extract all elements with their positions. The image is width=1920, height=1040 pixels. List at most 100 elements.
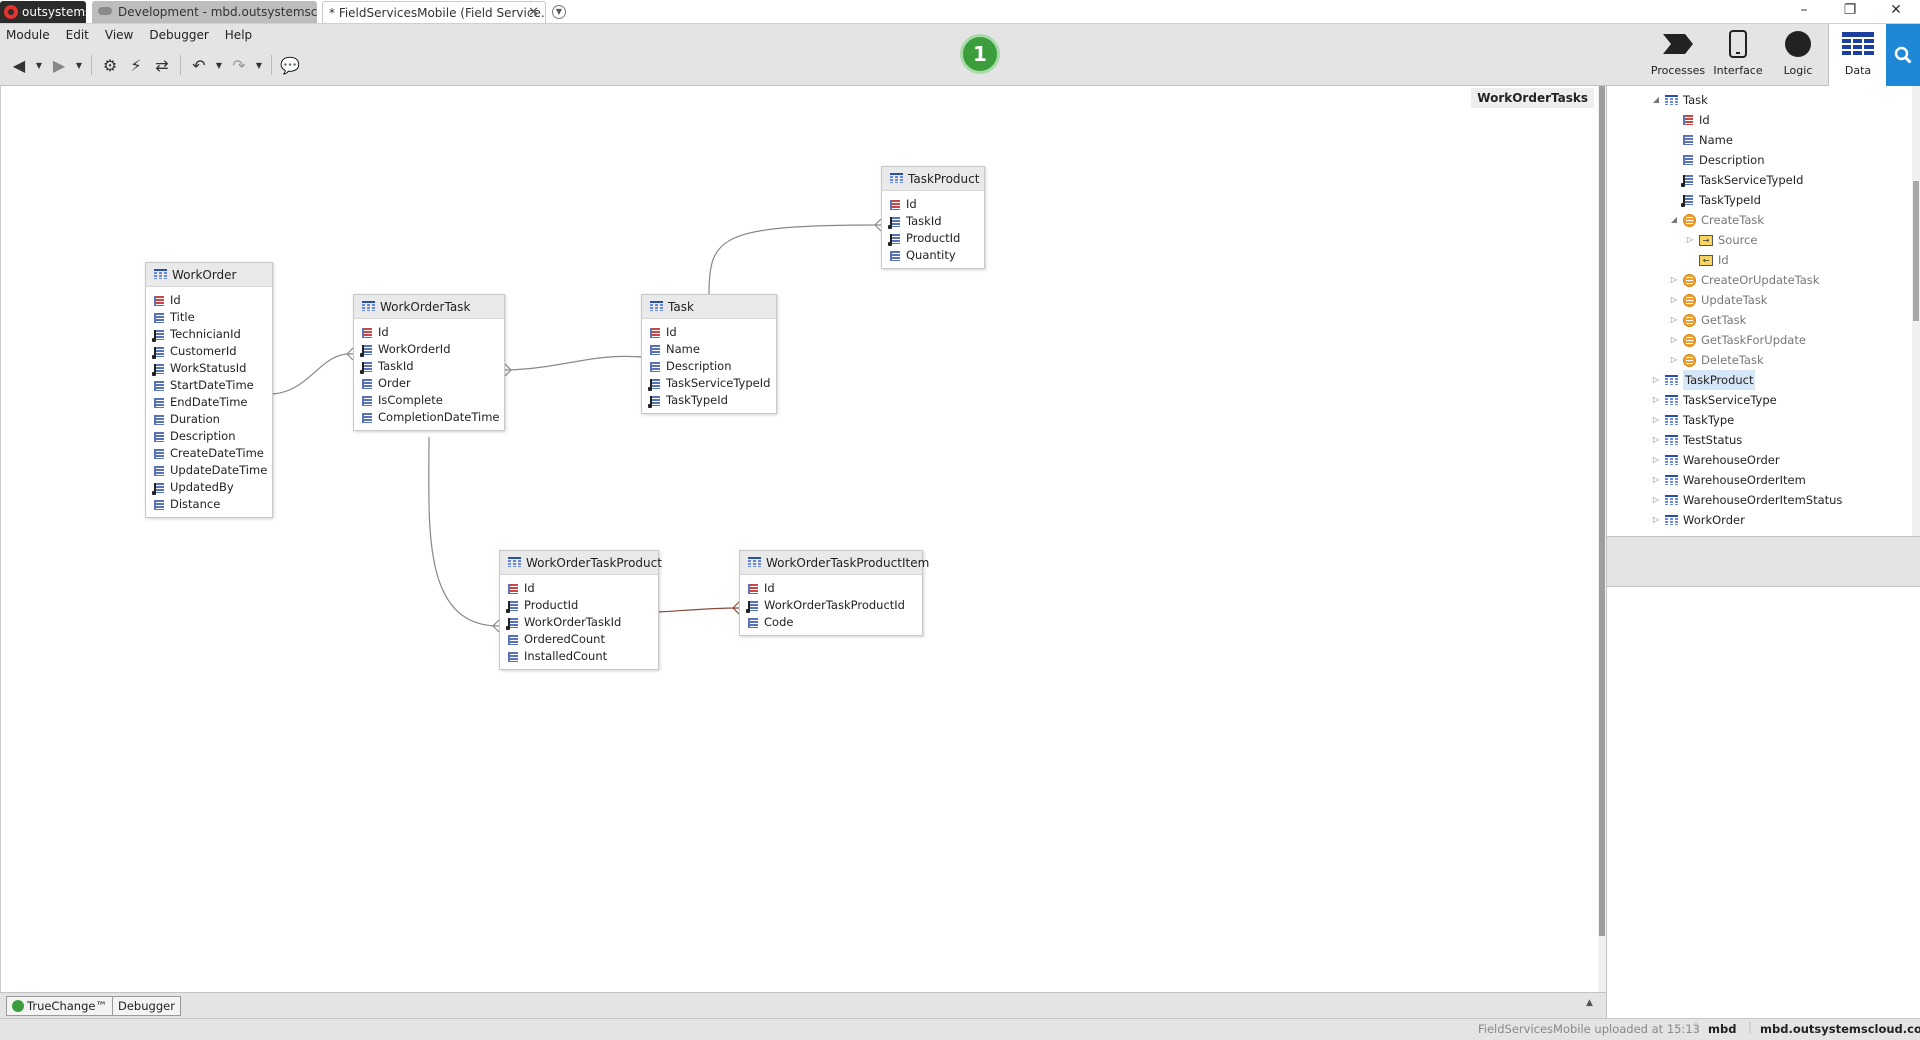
attribute-row[interactable]: WorkOrderId (360, 341, 496, 358)
expand-icon[interactable]: ▷ (1652, 395, 1660, 404)
expand-icon[interactable]: ▷ (1652, 415, 1660, 424)
close-tab-icon[interactable]: ✕ (528, 5, 539, 20)
tree-node[interactable]: ▷GetTaskForUpdate (1669, 330, 1806, 350)
attribute-row[interactable]: Title (154, 309, 264, 326)
tree-node[interactable]: ←Id (1685, 250, 1729, 270)
attribute-row[interactable]: Quantity (890, 247, 976, 264)
menu-debugger[interactable]: Debugger (149, 28, 209, 42)
attribute-row[interactable]: EndDateTime (154, 394, 264, 411)
attribute-row[interactable]: CustomerId (152, 343, 264, 360)
expand-icon[interactable]: ▷ (1652, 495, 1660, 504)
menu-view[interactable]: View (104, 28, 134, 42)
tree-node[interactable]: ▷TaskProduct (1651, 370, 1756, 390)
attribute-row[interactable]: TechnicianId (152, 326, 264, 343)
tree-node[interactable]: ▷WarehouseOrderItemStatus (1651, 490, 1843, 510)
expand-icon[interactable]: ▷ (1652, 435, 1660, 444)
tree-node[interactable]: ▷TaskType (1651, 410, 1734, 430)
expand-icon[interactable]: ▷ (1670, 295, 1678, 304)
attribute-row[interactable]: Duration (154, 411, 264, 428)
undo-dropdown-icon[interactable]: ▼ (215, 60, 223, 70)
attribute-row[interactable]: Code (748, 614, 914, 631)
collapse-icon[interactable]: ◢ (1652, 95, 1660, 104)
menu-module[interactable]: Module (6, 28, 50, 42)
tree-node[interactable]: Description (1669, 150, 1765, 170)
expand-icon[interactable]: ▷ (1652, 515, 1660, 524)
attribute-row[interactable]: OrderedCount (508, 631, 650, 648)
interface-tab[interactable]: Interface (1708, 24, 1768, 86)
back-dropdown-icon[interactable]: ▼ (35, 60, 43, 70)
publish-button[interactable]: 1 (960, 34, 1000, 74)
comment-bubble-icon[interactable]: 💬 (280, 55, 300, 75)
forward-dropdown-icon[interactable]: ▼ (75, 60, 83, 70)
attribute-row[interactable]: Id (362, 324, 496, 341)
menu-help[interactable]: Help (224, 28, 253, 42)
expand-icon[interactable]: ▷ (1670, 355, 1678, 364)
tree-node[interactable]: ◢CreateTask (1669, 210, 1764, 230)
tree-scrollbar[interactable] (1912, 86, 1920, 536)
attribute-row[interactable]: ProductId (506, 597, 650, 614)
forward-icon[interactable]: ▶ (52, 55, 66, 75)
tree-node[interactable]: ▷UpdateTask (1669, 290, 1768, 310)
settings-gear-icon[interactable]: ⚙ (102, 55, 118, 75)
attribute-row[interactable]: WorkOrderTaskId (506, 614, 650, 631)
scrollbar-thumb[interactable] (1913, 181, 1919, 321)
expand-panel-icon[interactable]: ▲ (1586, 998, 1593, 1008)
canvas-scrollbar[interactable] (1598, 86, 1606, 992)
attribute-row[interactable]: Order (362, 375, 496, 392)
tree-node[interactable]: ▷WarehouseOrderItem (1651, 470, 1806, 490)
tree-node[interactable]: TaskTypeId (1669, 190, 1761, 210)
collapse-icon[interactable]: ◢ (1670, 215, 1678, 224)
tree-node[interactable]: ▷TaskServiceType (1651, 390, 1777, 410)
tree-node[interactable]: ▷WorkOrder (1651, 510, 1745, 530)
tree-node[interactable]: Name (1669, 130, 1733, 150)
debugger-tab[interactable]: Debugger (112, 996, 181, 1016)
tab-dropdown-icon[interactable]: ▼ (552, 5, 566, 19)
processes-tab[interactable]: Processes (1648, 24, 1708, 86)
tree-node[interactable]: ▷→Source (1685, 230, 1758, 250)
close-window-button[interactable]: ✕ (1890, 2, 1902, 18)
attribute-row[interactable]: Description (154, 428, 264, 445)
tree-node[interactable]: ▷DeleteTask (1669, 350, 1764, 370)
attribute-row[interactable]: TaskServiceTypeId (648, 375, 770, 392)
undo-icon[interactable]: ↶ (192, 55, 206, 75)
attribute-row[interactable]: Id (154, 292, 264, 309)
connect-icon[interactable]: ⇄ (155, 55, 169, 75)
module-tab[interactable]: * FieldServicesMobile (Field Service... … (322, 1, 546, 23)
tree-node[interactable]: ▷GetTask (1669, 310, 1746, 330)
attribute-row[interactable]: TaskId (360, 358, 496, 375)
search-button[interactable] (1886, 24, 1920, 86)
back-icon[interactable]: ◀ (12, 55, 26, 75)
scrollbar-thumb[interactable] (1599, 86, 1605, 936)
redo-dropdown-icon[interactable]: ▼ (255, 60, 263, 70)
plug-icon[interactable]: ⚡ (130, 55, 142, 75)
tree-node[interactable]: Id (1669, 110, 1710, 130)
tree-node[interactable]: TaskServiceTypeId (1669, 170, 1803, 190)
attribute-row[interactable]: CompletionDateTime (362, 409, 500, 426)
attribute-row[interactable]: InstalledCount (508, 648, 650, 665)
menu-edit[interactable]: Edit (65, 28, 89, 42)
tree-node[interactable]: ▷TestStatus (1651, 430, 1742, 450)
expand-icon[interactable]: ▷ (1670, 275, 1678, 284)
attribute-row[interactable]: TaskId (888, 213, 976, 230)
attribute-row[interactable]: StartDateTime (154, 377, 264, 394)
expand-icon[interactable]: ▷ (1652, 375, 1660, 384)
tree-node[interactable]: ▷CreateOrUpdateTask (1669, 270, 1820, 290)
attribute-row[interactable]: Id (748, 580, 914, 597)
attribute-row[interactable]: CreateDateTime (154, 445, 264, 462)
expand-icon[interactable]: ▷ (1670, 315, 1678, 324)
tree-node[interactable]: ◢Task (1651, 90, 1708, 110)
truechange-tab[interactable]: TrueChange™ (6, 996, 113, 1016)
minimize-button[interactable]: – (1800, 2, 1808, 18)
expand-icon[interactable]: ▷ (1686, 235, 1694, 244)
attribute-row[interactable]: WorkOrderTaskProductId (746, 597, 914, 614)
attribute-row[interactable]: WorkStatusId (152, 360, 264, 377)
redo-icon[interactable]: ↷ (232, 55, 246, 75)
attribute-row[interactable]: UpdateDateTime (154, 462, 267, 479)
restore-button[interactable]: ❐ (1843, 2, 1857, 18)
data-tab[interactable]: Data (1828, 24, 1888, 86)
